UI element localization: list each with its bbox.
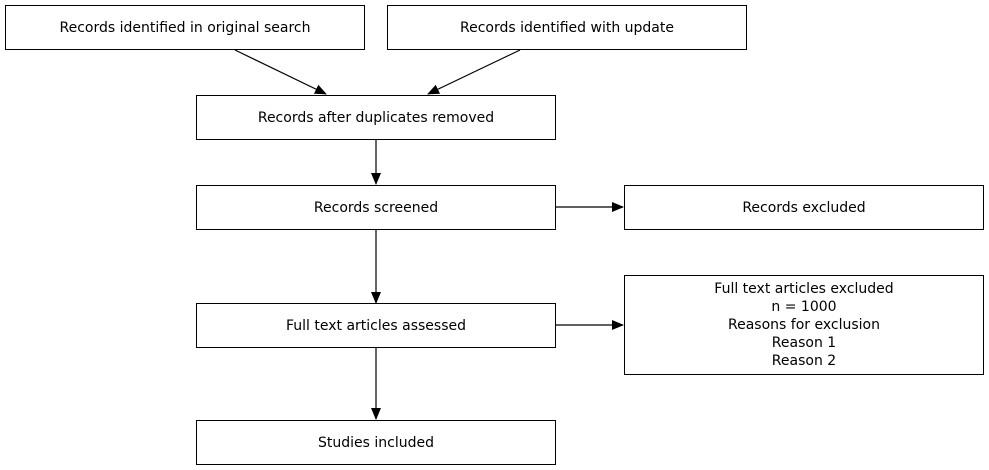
- duplicates-removed-label: Records after duplicates removed: [257, 109, 495, 126]
- fulltext-assessed-box: Full text articles assessed: [196, 303, 556, 348]
- original-search-box: Records identified in original search: [5, 5, 365, 50]
- excluded-label: Records excluded: [742, 199, 866, 216]
- arrow-update-to-dedup: [427, 49, 521, 95]
- exclusion-reason-2: Reason 2: [771, 353, 837, 369]
- fulltext-assessed-label: Full text articles assessed: [286, 317, 466, 334]
- arrow-original-to-dedup: [234, 49, 327, 95]
- fulltext-excluded-count: n = 1000: [771, 299, 837, 315]
- update-box: Records identified with update: [387, 5, 747, 50]
- studies-included-box: Studies included: [196, 420, 556, 465]
- update-label: Records identified with update: [459, 19, 674, 36]
- screened-box: Records screened: [196, 185, 556, 230]
- fulltext-excluded-title: Full text articles excluded: [714, 281, 894, 297]
- studies-included-label: Studies included: [318, 434, 434, 451]
- screened-label: Records screened: [313, 199, 439, 216]
- original-search-label: Records identified in original search: [59, 19, 311, 36]
- excluded-box: Records excluded: [624, 185, 984, 230]
- duplicates-removed-box: Records after duplicates removed: [196, 95, 556, 140]
- fulltext-excluded-box: Full text articles excluded n = 1000 Rea…: [624, 275, 984, 375]
- exclusion-reasons-heading: Reasons for exclusion: [728, 317, 880, 333]
- exclusion-reason-1: Reason 1: [771, 335, 837, 351]
